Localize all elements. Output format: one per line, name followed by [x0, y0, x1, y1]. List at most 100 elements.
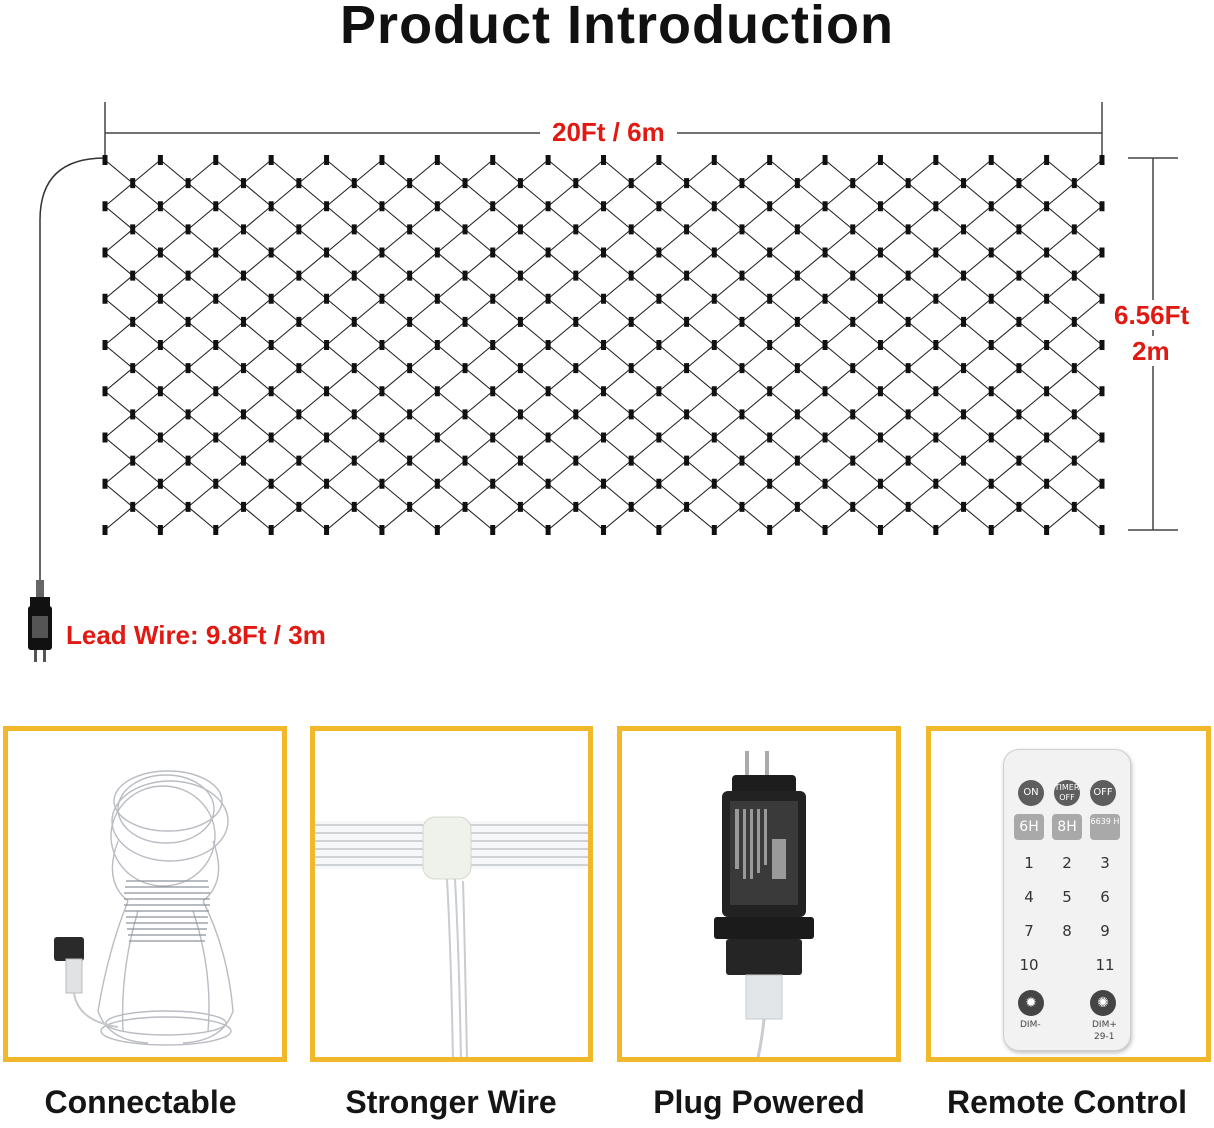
mesh-wire	[381, 506, 410, 531]
mesh-wire	[243, 437, 272, 462]
led-node	[822, 201, 828, 212]
mesh-wire	[353, 252, 383, 277]
led-node	[434, 155, 440, 165]
mesh-wire	[880, 205, 909, 230]
mesh-wire	[104, 321, 134, 346]
mesh-wire	[1018, 228, 1047, 253]
mesh-wire	[326, 437, 355, 462]
led-node	[628, 224, 634, 235]
led-node	[573, 224, 579, 235]
led-node	[434, 386, 440, 397]
mesh-wire	[270, 344, 300, 369]
mesh-wire	[492, 344, 521, 369]
remote-key-7[interactable]: 7	[1024, 922, 1034, 940]
led-node	[933, 247, 939, 258]
remote-off-button[interactable]: OFF	[1090, 780, 1116, 806]
led-node	[296, 409, 302, 420]
remote-key-4[interactable]: 4	[1024, 888, 1034, 906]
remote-timer-off-button[interactable]: TIMER OFF	[1054, 780, 1080, 806]
led-node	[185, 409, 191, 420]
mesh-wire	[575, 413, 604, 438]
mesh-wire	[575, 483, 604, 508]
remote-key-9[interactable]: 9	[1100, 922, 1110, 940]
mesh-wire	[520, 252, 549, 277]
remote-6h-key[interactable]: 6H	[1014, 814, 1044, 840]
mesh-wire	[547, 506, 577, 531]
mesh-wire	[769, 275, 798, 300]
mesh-wire	[797, 182, 826, 207]
mesh-wire	[464, 413, 494, 438]
mesh-wire	[658, 205, 687, 230]
mesh-wire	[1018, 506, 1047, 531]
mesh-wire	[824, 413, 854, 438]
mesh-wire	[1046, 344, 1075, 369]
mesh-wire	[603, 460, 632, 485]
remote-key-5[interactable]: 5	[1062, 888, 1072, 906]
remote-8h-key[interactable]: 8H	[1052, 814, 1082, 840]
led-node	[573, 316, 579, 327]
remote-6639h-key[interactable]: 6639 H	[1090, 814, 1120, 840]
remote-key-8[interactable]: 8	[1062, 922, 1072, 940]
mesh-wire	[104, 159, 134, 184]
mesh-wire	[713, 344, 743, 369]
remote-key-11[interactable]: 11	[1095, 956, 1115, 974]
mesh-wire	[326, 483, 355, 508]
mesh-wire	[741, 321, 771, 346]
mesh-wire	[713, 228, 743, 253]
mesh-wire	[464, 506, 494, 531]
mesh-wire	[880, 159, 909, 184]
mesh-wire	[658, 321, 687, 346]
led-node	[490, 155, 496, 165]
mesh-wire	[436, 367, 466, 392]
led-node	[351, 316, 357, 327]
feature-panel-connectable	[3, 726, 287, 1062]
remote-key-2[interactable]: 2	[1062, 854, 1072, 872]
mesh-wire	[436, 506, 466, 531]
mesh-wire	[852, 460, 881, 485]
feature-panel-plug-powered	[617, 726, 901, 1062]
mesh-wire	[575, 228, 604, 253]
mesh-wire	[852, 390, 881, 415]
mesh-wire	[1073, 321, 1103, 346]
led-node	[102, 201, 108, 212]
led-node	[933, 478, 939, 489]
mesh-wire	[132, 483, 161, 508]
mesh-wire	[630, 460, 660, 485]
mesh-wire	[686, 437, 715, 462]
mesh-wire	[464, 159, 494, 184]
mesh-wire	[769, 460, 798, 485]
mesh-wire	[658, 460, 687, 485]
led-node	[601, 340, 606, 350]
mesh-wire	[132, 298, 161, 323]
mesh-wire	[464, 205, 494, 230]
mesh-wire	[464, 390, 494, 415]
led-node	[407, 455, 413, 466]
mesh-wire	[686, 182, 715, 207]
mesh-wire	[990, 321, 1020, 346]
mesh-wire	[547, 275, 577, 300]
led-node	[490, 293, 496, 304]
led-node	[434, 201, 440, 212]
mesh-wire	[520, 182, 549, 207]
remote-dim-plus-button[interactable]: ✺	[1090, 990, 1116, 1016]
remote-dim-minus-button[interactable]: ✹	[1018, 990, 1044, 1016]
mesh-wire	[575, 344, 604, 369]
mesh-wire	[436, 228, 466, 253]
remote-key-1[interactable]: 1	[1024, 854, 1034, 872]
mesh-wire	[1073, 298, 1103, 323]
remote-key-3[interactable]: 3	[1100, 854, 1110, 872]
mesh-wire	[713, 460, 743, 485]
led-node	[379, 386, 385, 397]
mesh-wire	[326, 298, 355, 323]
remote-key-10[interactable]: 10	[1019, 956, 1039, 974]
remote-on-button[interactable]: ON	[1018, 780, 1044, 806]
remote-key-6[interactable]: 6	[1100, 888, 1110, 906]
mesh-wire	[104, 228, 134, 253]
mesh-wire	[1046, 367, 1075, 392]
led-node	[905, 270, 911, 281]
mesh-wire	[520, 413, 549, 438]
mesh-wire	[353, 321, 383, 346]
led-node	[767, 525, 773, 535]
mesh-wire	[187, 344, 217, 369]
mesh-wire	[436, 483, 466, 508]
